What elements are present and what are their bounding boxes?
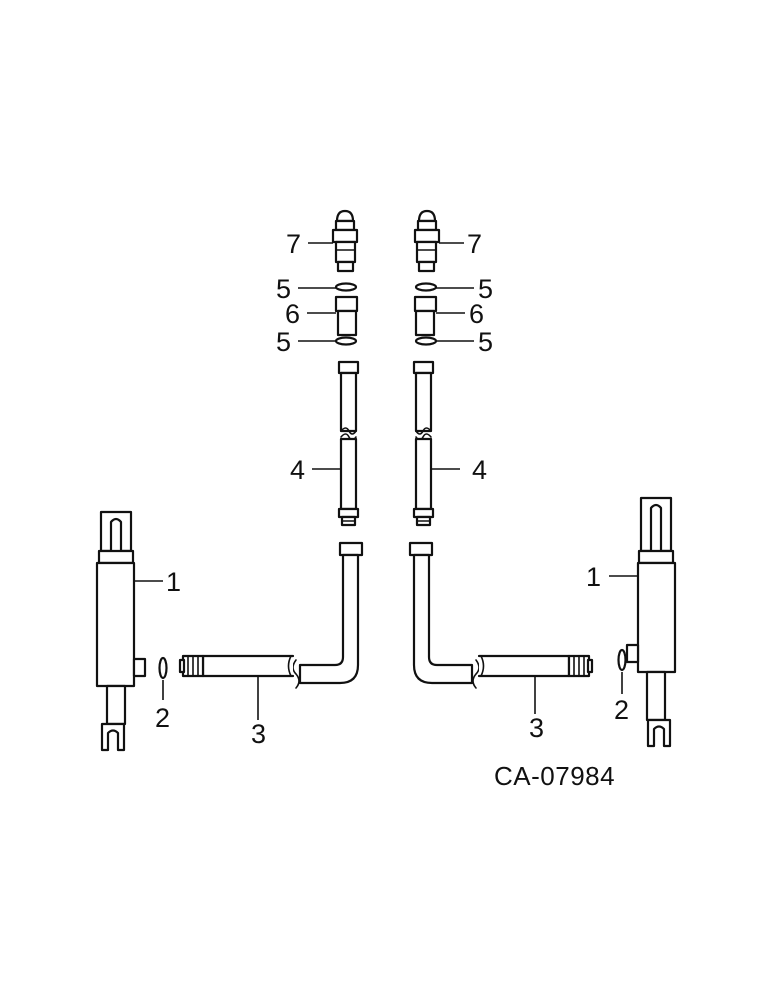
left-assembly (95, 209, 364, 752)
right-o-ring-upper (414, 282, 438, 292)
callout-5-right-upper: 5 (478, 274, 493, 304)
left-seal (158, 656, 168, 680)
callout-2-left: 2 (155, 703, 170, 733)
right-hydraulic-cylinder (625, 496, 677, 748)
callout-labels: 7 5 6 5 4 1 2 3 7 5 6 5 4 1 2 3 (155, 229, 629, 749)
left-hydraulic-cylinder (95, 510, 147, 752)
left-adapter (334, 295, 359, 337)
right-assembly (408, 209, 677, 748)
left-o-ring-lower (334, 336, 358, 346)
callout-4-left: 4 (290, 455, 305, 485)
left-o-ring-upper (334, 282, 358, 292)
right-o-ring-lower (414, 336, 438, 346)
right-coupler-valve (413, 209, 441, 273)
callout-2-right: 2 (614, 695, 629, 725)
callout-6-left: 6 (285, 299, 300, 329)
callout-1-right: 1 (586, 562, 601, 592)
reference-code: CA-07984 (494, 761, 615, 791)
callout-7-right: 7 (467, 229, 482, 259)
callout-3-right: 3 (529, 713, 544, 743)
callout-7-left: 7 (286, 229, 301, 259)
leader-lines (134, 242, 638, 720)
left-vertical-tube (337, 360, 360, 527)
callout-1-left: 1 (166, 567, 181, 597)
callout-5-left-lower: 5 (276, 327, 291, 357)
callout-4-right: 4 (472, 455, 487, 485)
left-coupler-valve (331, 209, 359, 273)
right-seal (617, 648, 627, 672)
right-adapter (413, 295, 438, 337)
right-vertical-tube (412, 360, 435, 527)
left-elbow-tube (178, 541, 364, 689)
right-elbow-tube (408, 541, 594, 689)
callout-6-right: 6 (469, 299, 484, 329)
callout-3-left: 3 (251, 719, 266, 749)
callout-5-left-upper: 5 (276, 274, 291, 304)
callout-5-right-lower: 5 (478, 327, 493, 357)
